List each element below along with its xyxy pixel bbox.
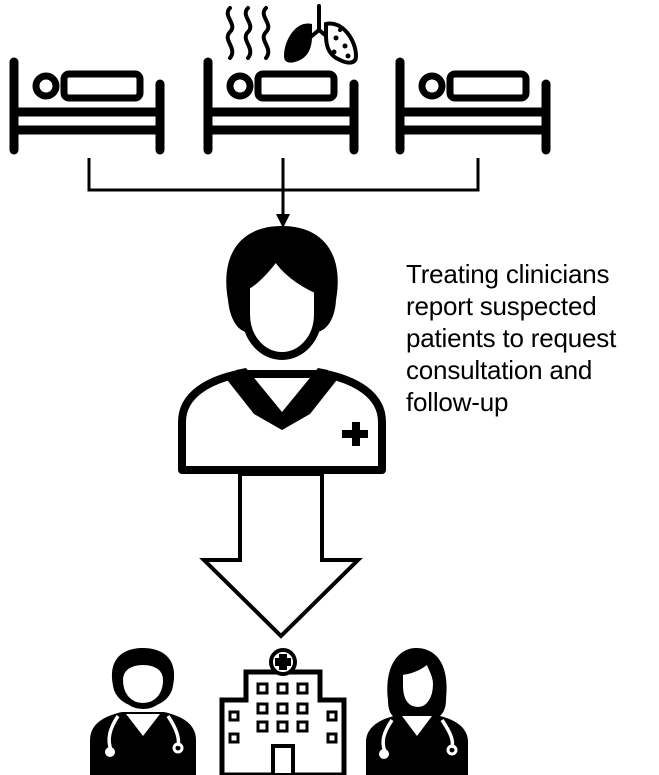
caption-text: Treating clinicians report suspected pat… [406,258,656,418]
heat-waves-icon [225,6,271,60]
nurse-clinician-icon [178,226,386,474]
hospital-bed-icon [395,57,551,155]
female-doctor-icon [366,648,468,775]
arrow-down-icon [276,214,290,228]
bed-connector [87,158,480,218]
caption-line: consultation and [406,355,593,385]
large-arrow-down-icon [199,472,363,639]
male-doctor-icon [90,648,196,775]
infected-lungs-icon [284,4,359,65]
hospital-building-icon [219,648,347,775]
caption-line: report suspected [406,291,597,321]
virus-particles [331,28,351,59]
caption-line: Treating clinicians [406,259,610,289]
hospital-bed-icon [203,57,359,155]
caption-line: follow-up [406,387,509,417]
hospital-bed-icon [9,57,165,155]
caption-line: patients to request [406,323,617,353]
